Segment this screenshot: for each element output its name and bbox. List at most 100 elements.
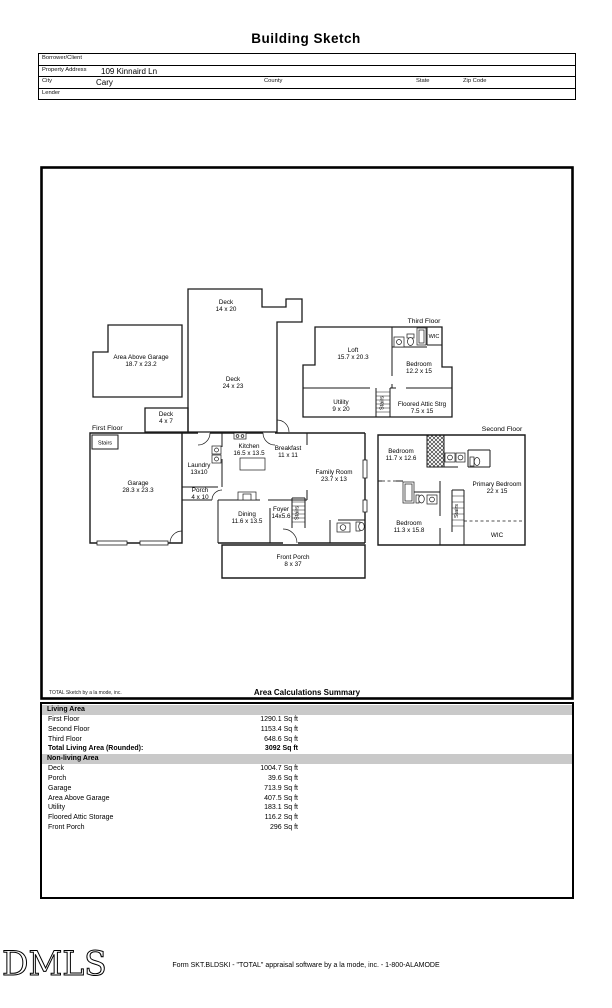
- summary-row: Third Floor 648.6 Sq ft: [48, 735, 298, 743]
- county-label: County: [264, 78, 283, 84]
- first-floor-title: First Floor: [92, 425, 123, 432]
- floor-plan-sketch: First Floor Third Floor Second Floor Dec…: [40, 166, 574, 700]
- wic-third-label: WIC: [429, 334, 440, 340]
- lender-label: Lender: [42, 89, 61, 96]
- borrower-row: Borrower/Client: [39, 54, 575, 66]
- svg-text:12.2 x 15: 12.2 x 15: [406, 368, 432, 375]
- sketch-border: [40, 166, 574, 700]
- second-floor-fixtures: [402, 452, 481, 505]
- property-info-table: Borrower/Client Property Address 109 Kin…: [38, 53, 576, 100]
- nonliving-area-header: Non-living Area: [42, 754, 572, 765]
- svg-text:4 x 10: 4 x 10: [191, 494, 209, 501]
- total-living-area-row: Total Living Area (Rounded): 3092 Sq ft: [48, 745, 298, 753]
- primary-bedroom-label: Primary Bedroom: [473, 481, 522, 488]
- svg-text:7.5 x 15: 7.5 x 15: [411, 408, 434, 415]
- summary-row: Floored Attic Storage 116.2 Sq ft: [48, 814, 298, 822]
- city-label: City: [42, 78, 52, 84]
- svg-text:22 x 15: 22 x 15: [487, 488, 508, 495]
- loft-label: Loft: [348, 347, 359, 354]
- svg-text:14 x 20: 14 x 20: [216, 306, 237, 313]
- third-floor-title: Third Floor: [408, 318, 442, 325]
- summary-row: First Floor 1290.1 Sq ft: [48, 716, 298, 723]
- deck-small-label: Deck: [159, 411, 174, 418]
- svg-text:15.7 x 20.3: 15.7 x 20.3: [337, 354, 369, 361]
- zip-label: Zip Code: [463, 78, 487, 84]
- area-calculations-summary: Living Area First Floor 1290.1 Sq ft Sec…: [40, 702, 574, 899]
- deck-top-label: Deck: [219, 299, 234, 306]
- kitchen-island: [239, 457, 266, 471]
- window-markers: [96, 459, 368, 546]
- city-state-row: City Cary County State Zip Code: [39, 77, 575, 89]
- summary-row: Front Porch 296 Sq ft: [48, 823, 298, 831]
- property-address-value: 109 Kinnaird Ln: [101, 66, 158, 76]
- first-floor-fixtures: [211, 432, 365, 533]
- garage-label: Garage: [127, 480, 149, 487]
- summary-row: Deck 1004.7 Sq ft: [48, 765, 298, 773]
- page-title: Building Sketch: [251, 31, 361, 46]
- dmls-logo: DMLS: [2, 943, 108, 984]
- floored-attic-label: Floored Attic Strg: [398, 401, 447, 408]
- utility-label: Utility: [333, 399, 349, 406]
- svg-text:16.5 x 13.5: 16.5 x 13.5: [233, 450, 265, 457]
- room-labels: Deck 14 x 20 Area Above Garage 18.7 x 23…: [98, 299, 522, 568]
- lender-row: Lender: [39, 89, 575, 100]
- dining-label: Dining: [238, 511, 256, 518]
- svg-text:23.7 x 13: 23.7 x 13: [321, 476, 347, 483]
- svg-text:13x10: 13x10: [190, 469, 208, 476]
- stairs-third-label: Stairs: [380, 396, 386, 410]
- svg-text:14x5.6: 14x5.6: [272, 513, 291, 520]
- front-porch-label: Front Porch: [277, 554, 310, 561]
- stairs-first-label: Stairs: [295, 506, 301, 520]
- svg-text:4 x 7: 4 x 7: [159, 418, 173, 425]
- summary-row: Utility 183.1 Sq ft: [48, 804, 298, 812]
- sketch-credit: TOTAL Sketch by a la mode, inc.: [49, 690, 122, 696]
- deck-mid-label: Deck: [226, 376, 241, 383]
- svg-text:11.6 x 13.5: 11.6 x 13.5: [232, 518, 263, 525]
- svg-text:24 x 23: 24 x 23: [223, 383, 244, 390]
- property-address-row: Property Address 109 Kinnaird Ln: [39, 66, 575, 77]
- foyer-label: Foyer: [273, 506, 289, 513]
- area-above-garage-label: Area Above Garage: [113, 354, 169, 361]
- area-calculations-title: Area Calculations Summary: [253, 688, 361, 697]
- first-floor-walls: [89, 432, 366, 579]
- deck-outlines: [92, 288, 303, 433]
- second-floor-stairwell-hatch: [426, 434, 445, 468]
- floor-plan-svg: First Floor Third Floor Second Floor Dec…: [40, 166, 574, 700]
- svg-text:28.3 x 23.3: 28.3 x 23.3: [122, 487, 154, 494]
- property-address-label: Property Address: [42, 66, 87, 73]
- entry-stairs-box: [91, 434, 119, 450]
- dashed-walls: [382, 480, 525, 522]
- stairs-second-label: Stairs: [454, 504, 460, 518]
- entry-stairs-label: Stairs: [98, 441, 112, 447]
- third-floor-stair-treads: [376, 391, 390, 413]
- state-label: State: [416, 78, 430, 84]
- third-floor-walls: [302, 326, 453, 418]
- borrower-label: Borrower/Client: [42, 55, 82, 61]
- front-porch-outline: [221, 544, 366, 579]
- second-floor-walls: [377, 434, 526, 546]
- svg-text:18.7 x 23.2: 18.7 x 23.2: [125, 361, 157, 368]
- summary-row: Porch 39.6 Sq ft: [48, 774, 298, 782]
- svg-text:8 x 37: 8 x 37: [284, 561, 302, 568]
- svg-text:9 x 20: 9 x 20: [332, 406, 350, 413]
- summary-row: Area Above Garage 407.5 Sq ft: [48, 794, 298, 802]
- city-value: Cary: [96, 78, 113, 87]
- third-floor-bath-fixtures: [393, 327, 427, 348]
- living-area-header: Living Area: [42, 705, 572, 715]
- porch-label: Porch: [192, 487, 209, 494]
- floor-titles: First Floor Third Floor Second Floor: [92, 318, 523, 433]
- svg-text:11.7 x 12.6: 11.7 x 12.6: [386, 455, 417, 462]
- door-swing-arcs: [169, 419, 298, 544]
- wic-second-label: WIC: [491, 532, 504, 539]
- first-floor-stair-treads: [292, 501, 305, 523]
- kitchen-label: Kitchen: [238, 443, 260, 450]
- svg-text:11 x 11: 11 x 11: [278, 452, 298, 459]
- footer-form-line: Form SKT.BLDSKI - "TOTAL" appraisal soft…: [172, 962, 440, 969]
- second-floor-stair-treads: [452, 495, 464, 527]
- family-room-label: Family Room: [315, 469, 352, 476]
- bedroom-third-label: Bedroom: [406, 361, 432, 368]
- second-floor-title: Second Floor: [482, 426, 523, 433]
- bedroom-second-a-label: Bedroom: [388, 448, 414, 455]
- bedroom-second-b-label: Bedroom: [396, 520, 422, 527]
- svg-text:11.3 x 15.8: 11.3 x 15.8: [394, 527, 425, 534]
